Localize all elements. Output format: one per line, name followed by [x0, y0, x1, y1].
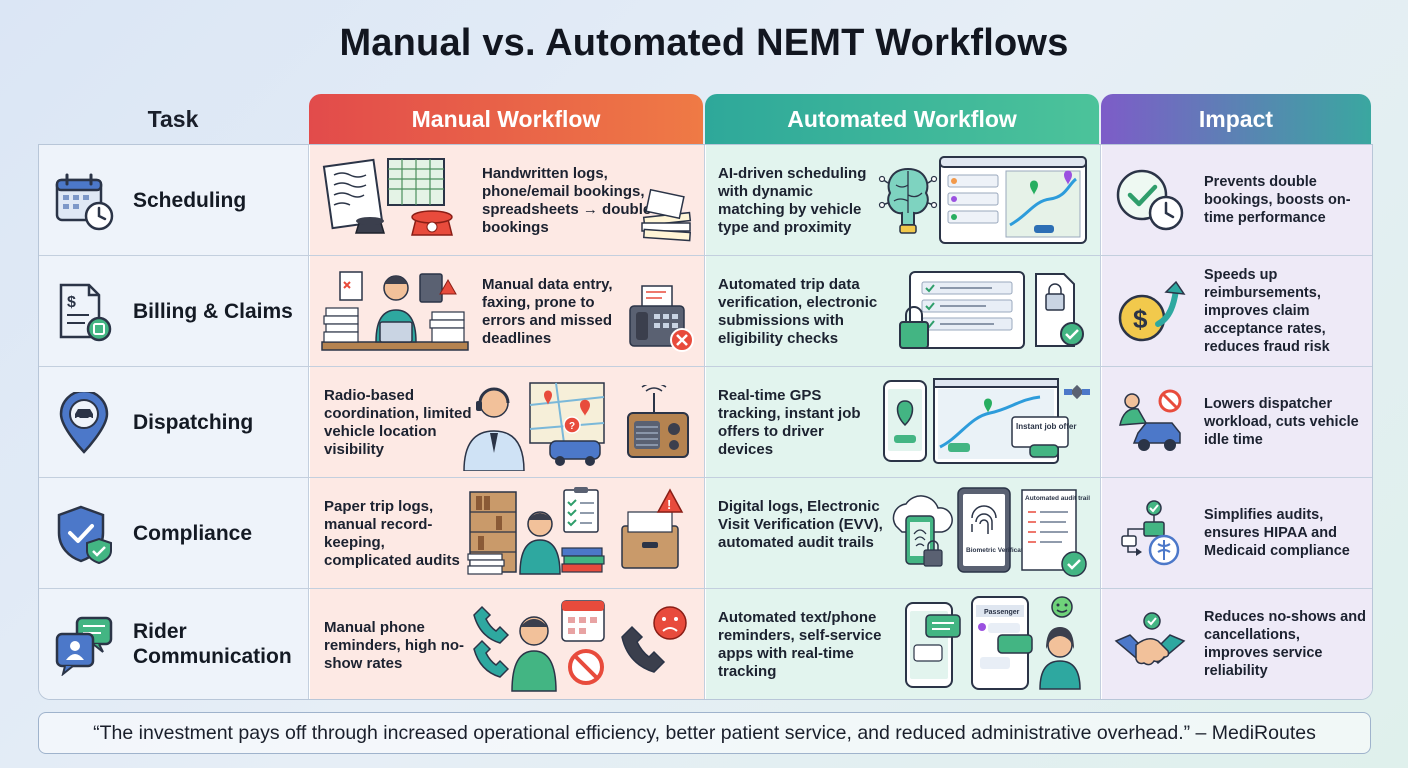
biometric-audit-icon: Biometric Verification Automated audit t…: [892, 487, 1090, 577]
svg-text:?: ?: [569, 421, 575, 432]
calendar-clock-icon: [55, 173, 114, 231]
table-row: Compliance Paper trip logs, manual recor…: [39, 478, 1372, 589]
impact-text: Reduces no-shows and cancellations, impr…: [1204, 609, 1366, 679]
impact-cell: Prevents double bookings, boosts on-time…: [1102, 145, 1372, 255]
manual-text: Manual phone reminders, high no-show rat…: [324, 619, 465, 672]
automated-audit-trail-label: Automated audit trail: [1025, 495, 1090, 502]
task-label: Billing & Claims: [133, 299, 293, 323]
instant-job-offer-label: Instant job offer: [1016, 422, 1076, 431]
handwritten-log-phone-icon: [322, 158, 453, 236]
header-task: Task: [147, 105, 199, 132]
task-cell: Rider Communication: [39, 589, 309, 699]
check-clock-icon: [1116, 169, 1184, 231]
fax-machine-error-icon: [629, 285, 694, 352]
location-pin-car-icon: [59, 392, 109, 454]
gps-tracking-map-icon: Instant job offer: [883, 378, 1090, 464]
automated-cell: Automated trip data verification, electr…: [706, 256, 1101, 366]
chat-user-icon: [55, 616, 113, 676]
manual-cell: Manual data entry, faxing, prone to erro…: [310, 256, 705, 366]
automated-text: Digital logs, Electronic Visit Verificat…: [718, 498, 883, 551]
verification-dashboard-lock-icon: [899, 271, 1084, 349]
footer-quote: “The investment pays off through increas…: [38, 712, 1371, 754]
table-row: Dispatching Radio-based coordination, li…: [39, 367, 1372, 478]
biometric-verification-label: Biometric Verification: [966, 547, 1033, 554]
automated-text: Automated text/phone reminders, self-ser…: [718, 609, 882, 680]
scheduling-map-dashboard-icon: [939, 156, 1087, 244]
relaxed-driver-icon: [1119, 389, 1182, 451]
task-label: Dispatching: [133, 410, 254, 434]
automated-cell: Digital logs, Electronic Visit Verificat…: [706, 478, 1101, 588]
manual-text: Manual data entry, faxing, prone to erro…: [482, 276, 613, 347]
radio-icon: [627, 385, 689, 458]
manual-cell: Radio-based coordination, limited vehicl…: [310, 367, 705, 477]
automated-text: Automated trip data verification, electr…: [718, 276, 878, 347]
automated-cell: Automated text/phone reminders, self-ser…: [706, 589, 1101, 699]
automated-cell: Real-time GPS tracking, instant job offe…: [706, 367, 1101, 477]
manual-text: Paper trip logs, manual record-keeping, …: [324, 498, 460, 569]
task-label: Scheduling: [133, 188, 247, 212]
rider-app-messages-icon: Passenger: [905, 596, 1081, 690]
svg-text:$: $: [1133, 304, 1148, 334]
task-cell: Compliance: [39, 478, 309, 588]
overwhelmed-clerk-files-icon: !: [467, 487, 684, 575]
invoice-dollar-icon: $: [59, 283, 112, 342]
impact-text: Prevents double bookings, boosts on-time…: [1204, 174, 1351, 226]
impact-cell: Reduces no-shows and cancellations, impr…: [1102, 589, 1372, 699]
dispatcher-headset-map-icon: ?: [463, 382, 605, 471]
task-cell: $ Billing & Claims: [39, 256, 309, 366]
task-label: Rider Communication: [133, 620, 292, 668]
impact-text: Speeds up reimbursements, improves claim…: [1204, 267, 1330, 355]
svg-text:$: $: [67, 294, 76, 311]
impact-text: Lowers dispatcher workload, cuts vehicle…: [1204, 396, 1359, 448]
impact-cell: Simplifies audits, ensures HIPAA and Med…: [1102, 478, 1372, 588]
header-automated: Automated Workflow: [705, 94, 1099, 144]
impact-text: Simplifies audits, ensures HIPAA and Med…: [1204, 507, 1350, 559]
manual-text: Radio-based coordination, limited vehicl…: [324, 387, 472, 458]
shield-check-icon: [57, 505, 112, 565]
header-manual: Manual Workflow: [309, 94, 703, 144]
handshake-check-icon: [1114, 612, 1186, 666]
manual-cell: Manual phone reminders, high no-show rat…: [310, 589, 705, 699]
impact-cell: $ Speeds up reimbursements, improves cla…: [1102, 256, 1372, 366]
task-label: Compliance: [133, 521, 253, 545]
satellite-icon: [1064, 384, 1090, 400]
clerk-at-desk-icon: [321, 271, 469, 351]
ai-brain-icon: [878, 167, 938, 234]
passenger-label: Passenger: [984, 609, 1020, 616]
header-impact: Impact: [1101, 94, 1371, 144]
manual-cell: Handwritten logs, phone/email bookings, …: [310, 145, 705, 255]
workflow-caduceus-icon: [1121, 500, 1180, 566]
automated-cell: AI-driven scheduling with dynamic matchi…: [706, 145, 1101, 255]
manual-cell: Paper trip logs, manual record-keeping, …: [310, 478, 705, 588]
page-title: Manual vs. Automated NEMT Workflows: [339, 22, 1069, 64]
automated-text: Real-time GPS tracking, instant job offe…: [718, 387, 861, 458]
paper-stack-icon: [641, 188, 692, 242]
impact-cell: Lowers dispatcher workload, cuts vehicle…: [1102, 367, 1372, 477]
task-cell: Dispatching: [39, 367, 309, 477]
manual-text: Handwritten logs, phone/email bookings, …: [482, 165, 652, 236]
table-row: $ Billing & Claims: [39, 256, 1372, 367]
automated-text: AI-driven scheduling with dynamic matchi…: [718, 165, 867, 236]
frustrated-caller-icon: [473, 600, 687, 692]
task-cell: Scheduling: [39, 145, 309, 255]
table-row: Scheduling Handwritten logs, phone/email…: [39, 145, 1372, 256]
comparison-table: Scheduling Handwritten logs, phone/email…: [38, 144, 1373, 700]
table-row: Rider Communication Manual phone reminde…: [39, 589, 1372, 699]
coin-growth-icon: $: [1118, 280, 1186, 342]
svg-text:!: !: [667, 497, 671, 512]
